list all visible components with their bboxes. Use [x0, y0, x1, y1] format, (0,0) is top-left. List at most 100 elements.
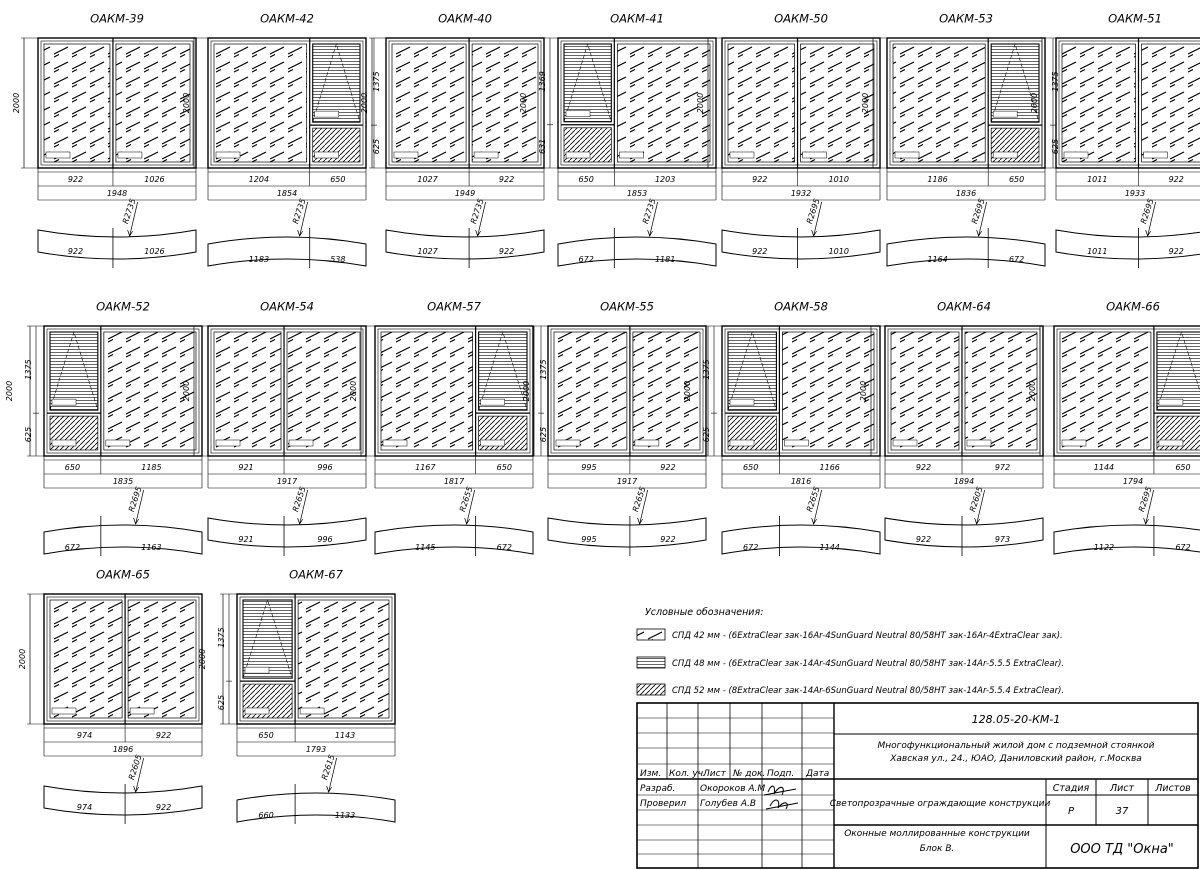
- glass-pane: [49, 599, 123, 719]
- inner-frame: [560, 40, 714, 166]
- plan-curved-profile: [884, 517, 1044, 548]
- plan-curved-profile: [385, 229, 545, 260]
- radius-arrow: [1143, 517, 1149, 525]
- unit-title: ОАКМ-57: [427, 300, 481, 314]
- dim-total: 1853: [627, 189, 647, 198]
- header-doc-no: № док.: [732, 769, 765, 779]
- unit-title: ОАКМ-41: [610, 12, 664, 26]
- radius-leader: [466, 489, 475, 525]
- dim-width-2: 922: [1169, 175, 1184, 184]
- sheets-label: Листов: [1154, 783, 1191, 794]
- radius-leader: [978, 201, 987, 237]
- outer-frame: [886, 37, 1046, 169]
- dim-sash-top: 1375: [539, 359, 548, 379]
- glass-tag: [45, 151, 71, 159]
- plan-label-2: 672: [1009, 255, 1024, 264]
- sash-opening-mark: [312, 42, 361, 123]
- plan-label-2: 672: [1175, 543, 1190, 552]
- legend-title: Условные обозначения:: [645, 607, 763, 618]
- unit-title: ОАКМ-54: [260, 300, 314, 314]
- role-developer: Разраб.: [640, 784, 675, 794]
- glass-pane: [380, 331, 473, 451]
- dim-sash-bottom: 625: [702, 427, 711, 442]
- radius-leader: [477, 201, 486, 237]
- radius-label: R2655: [805, 486, 822, 513]
- dim-total: 1933: [1125, 189, 1145, 198]
- plan-curved-profile: [721, 524, 881, 555]
- dim-width-2: 1010: [829, 175, 849, 184]
- outer-frame: [374, 325, 534, 457]
- outer-frame: [557, 37, 717, 169]
- outer-frame: [884, 325, 1044, 457]
- inner-frame: [239, 596, 393, 722]
- outer-frame: [37, 37, 197, 169]
- plan-curved-profile: [207, 517, 367, 548]
- glass-tag: [729, 439, 755, 447]
- plan-label-1: 922: [68, 247, 83, 256]
- plan-label-2: 1144: [820, 543, 840, 552]
- glass-pane: [632, 331, 701, 451]
- radius-arrow: [1145, 229, 1151, 237]
- dim-width-2: 650: [1009, 175, 1024, 184]
- stage-value: Р: [1068, 806, 1075, 817]
- glass-tag: [729, 151, 755, 159]
- dim-total: 1894: [954, 477, 974, 486]
- glass-tag: [480, 439, 505, 447]
- outer-frame: [721, 325, 881, 457]
- radius-label: R2735: [121, 198, 138, 225]
- sash-opening-mark: [1156, 330, 1200, 411]
- plan-label-2: 1163: [141, 543, 161, 552]
- radius-label: R2695: [127, 486, 144, 513]
- glass-tag: [244, 707, 270, 715]
- dim-sash-bottom: 625: [372, 139, 381, 154]
- radius-leader: [976, 489, 985, 525]
- glass-tag: [619, 151, 644, 159]
- dim-height: 2000: [519, 93, 528, 113]
- glass-tag: [784, 439, 809, 447]
- sash-opening-mark: [49, 330, 99, 411]
- glass-pane: [391, 43, 467, 163]
- glass-tag: [1061, 439, 1087, 447]
- dim-total: 1817: [444, 477, 465, 486]
- glass-tag: [288, 439, 314, 447]
- plan-label-2: 1026: [144, 247, 164, 256]
- dim-total: 1949: [455, 189, 475, 198]
- plan-label-1: 1183: [249, 255, 269, 264]
- glass-tag: [51, 707, 77, 715]
- plan-label-2: 1010: [829, 247, 849, 256]
- glass-pane: [286, 331, 361, 451]
- dim-total: 1948: [107, 189, 127, 198]
- dim-height: 2000: [18, 649, 27, 669]
- glass-tag: [51, 398, 77, 406]
- sash-glass: [49, 331, 99, 411]
- dim-width-1: 650: [743, 463, 758, 472]
- project-line-2: Хавская ул., 24., ЮАО, Даниловский район…: [889, 754, 1142, 764]
- dim-height: 2000: [182, 381, 191, 401]
- unit-title: ОАКМ-51: [1108, 12, 1162, 26]
- header-date: Дата: [805, 769, 829, 779]
- dim-width-1: 921: [238, 463, 253, 472]
- header-izm: Изм.: [640, 769, 661, 779]
- dim-sash-bottom: 625: [217, 695, 226, 710]
- outer-frame: [43, 325, 203, 457]
- inner-frame: [550, 328, 704, 454]
- dim-width-2: 922: [156, 731, 171, 740]
- outer-frame: [1055, 37, 1200, 169]
- plan-label-1: 1011: [1087, 247, 1107, 256]
- dim-sash-top: 1375: [702, 359, 711, 379]
- plan-label-2: 922: [156, 803, 171, 812]
- plan-label-1: 672: [579, 255, 594, 264]
- glass-tag: [1143, 151, 1168, 159]
- dim-height: 2000: [198, 649, 207, 669]
- dim-width-2: 922: [660, 463, 675, 472]
- unit-title: ОАКМ-55: [600, 300, 654, 314]
- unit-title: ОАКМ-52: [96, 300, 150, 314]
- outer-frame: [721, 37, 881, 169]
- glass-tag: [1158, 439, 1184, 447]
- unit-title: ОАКМ-67: [289, 568, 343, 582]
- dim-width-1: 995: [581, 463, 596, 472]
- radius-leader: [1147, 201, 1156, 237]
- plan-curved-profile: [721, 229, 881, 260]
